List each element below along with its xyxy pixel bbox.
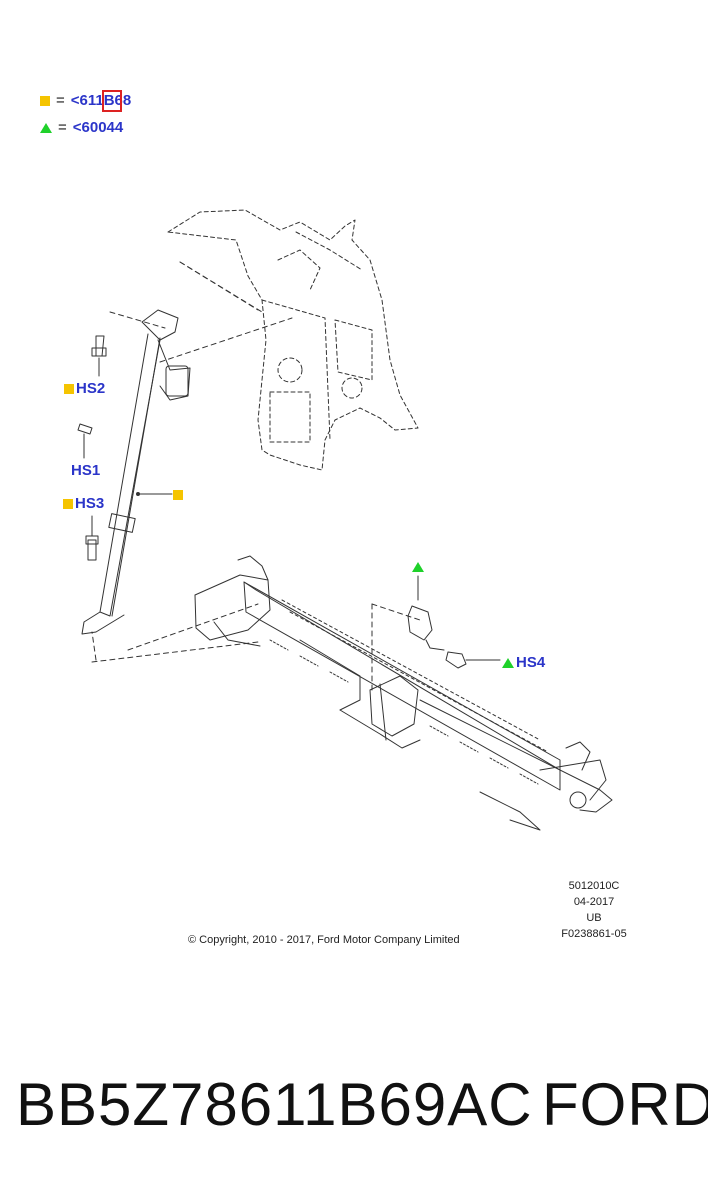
- buckle-assembly: [407, 575, 501, 669]
- copyright-notice: © Copyright, 2010 - 2017, Ford Motor Com…: [188, 934, 460, 946]
- seat-frame: [194, 555, 613, 831]
- meta-line-3: UB: [586, 912, 602, 924]
- callout-hs4[interactable]: HS4: [502, 654, 545, 671]
- meta-line-1: 5012010C: [568, 880, 620, 892]
- callout-hs1[interactable]: HS1: [71, 462, 100, 479]
- callout-hs3[interactable]: HS3: [63, 495, 104, 512]
- drawing-metadata: 5012010C 04-2017 UB F0238861-05: [556, 878, 632, 942]
- leader-lines: [91, 261, 421, 691]
- callout-label: HS2: [76, 380, 106, 397]
- selection-highlight: [102, 90, 122, 112]
- callout-label: HS1: [71, 462, 101, 479]
- bolt-hs3: [85, 515, 99, 561]
- yellow-square-icon: [40, 95, 50, 106]
- yellow-square-icon[interactable]: [173, 490, 183, 500]
- body-pillar-panel: [167, 209, 419, 471]
- callout-label: HS3: [75, 495, 105, 512]
- yellow-square-icon: [63, 498, 73, 509]
- legend-code-link[interactable]: <60044: [72, 119, 124, 136]
- bolt-hs1: [77, 423, 93, 459]
- legend-equals: =: [56, 92, 65, 109]
- bolt-hs2: [91, 335, 107, 377]
- callout-hs2[interactable]: HS2: [64, 380, 105, 397]
- meta-line-4: F0238861-05: [561, 928, 627, 940]
- seat-belt-strap: [81, 309, 191, 635]
- seat-belt-exploded-diagram: [77, 209, 613, 831]
- green-triangle-icon[interactable]: [412, 562, 424, 572]
- legend-row-square: = <611B68: [40, 92, 131, 109]
- meta-line-2: 04-2017: [573, 896, 615, 908]
- callout-label: HS4: [516, 654, 546, 671]
- legend-row-triangle: = <60044: [40, 119, 123, 136]
- legend-code-link[interactable]: <611B68: [70, 92, 132, 109]
- yellow-square-icon: [64, 383, 74, 394]
- brand-name: FORD: [542, 1071, 708, 1138]
- green-triangle-icon: [40, 122, 52, 133]
- green-triangle-icon: [502, 657, 514, 668]
- part-number: BB5Z78611B69AC: [16, 1071, 533, 1138]
- legend-equals: =: [58, 119, 67, 136]
